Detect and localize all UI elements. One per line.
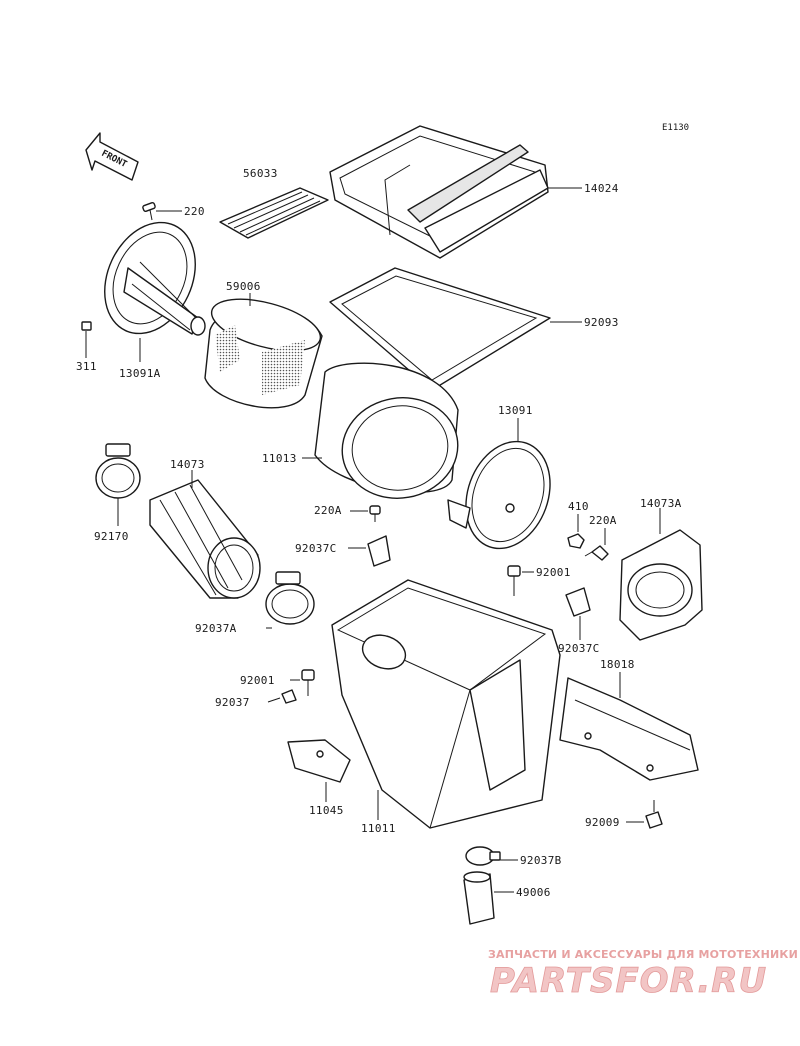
callout-92093: 92093 — [584, 316, 619, 329]
callout-14024: 14024 — [584, 182, 619, 195]
callout-92001-right: 92001 — [536, 566, 571, 579]
diagram-code: E1130 — [662, 123, 689, 133]
screw-220A-left — [369, 505, 381, 522]
callout-59006: 59006 — [226, 280, 261, 293]
screw-220 — [142, 201, 156, 221]
watermark-logo: PARTSFOR.RU — [490, 961, 767, 1001]
callout-92170: 92170 — [94, 530, 129, 543]
air-cleaner-cover-13091A — [104, 221, 206, 336]
callout-311: 311 — [76, 360, 97, 373]
air-box-case-11011 — [331, 579, 561, 829]
callout-410: 410 — [568, 500, 589, 513]
screw-92009 — [645, 800, 663, 829]
duct-14073A — [619, 529, 703, 641]
cap-14024 — [329, 125, 549, 259]
callout-13091: 13091 — [498, 404, 533, 417]
filter-element-59006 — [204, 298, 323, 409]
clamp-92170 — [95, 443, 141, 499]
bolt-92001-left — [301, 669, 315, 696]
callout-220: 220 — [184, 205, 205, 218]
bracket-11045 — [287, 739, 351, 783]
callout-11011: 11011 — [361, 822, 396, 835]
callout-92037: 92037 — [215, 696, 250, 709]
callout-49006: 49006 — [516, 886, 551, 899]
cover-18018 — [559, 677, 699, 781]
screw-311 — [81, 321, 92, 331]
filter-element-11013 — [314, 362, 459, 499]
screw-220A-right — [584, 545, 609, 561]
callout-18018: 18018 — [600, 658, 635, 671]
watermark: ЗАПЧАСТИ И АКСЕССУАРЫ ДЛЯ МОТОТЕХНИКИ PA… — [488, 948, 798, 1001]
watermark-caption: ЗАПЧАСТИ И АКСЕССУАРЫ ДЛЯ МОТОТЕХНИКИ — [488, 948, 798, 961]
callout-92037C-right: 92037C — [558, 642, 600, 655]
drain-tube-49006 — [463, 871, 495, 925]
callout-11013: 11013 — [262, 452, 297, 465]
bolt-92001-right — [507, 565, 521, 596]
callout-13091A: 13091A — [119, 367, 161, 380]
clip-92037 — [281, 689, 297, 704]
callout-92037B: 92037B — [520, 854, 562, 867]
callout-92037C-left: 92037C — [295, 542, 337, 555]
gasket-92093 — [329, 267, 551, 391]
front-direction-arrow: FRONT — [85, 132, 139, 181]
callout-92037A: 92037A — [195, 622, 237, 635]
callout-14073A: 14073A — [640, 497, 682, 510]
intake-boot-14073 — [149, 479, 261, 599]
nut-410 — [567, 533, 585, 549]
screen-56033 — [219, 187, 329, 239]
clamp-92037A — [265, 571, 315, 625]
callout-92009: 92009 — [585, 816, 620, 829]
clamp-92037B — [465, 846, 501, 866]
callout-220A-left: 220A — [314, 504, 342, 517]
callout-11045: 11045 — [309, 804, 344, 817]
clip-92037C-right — [565, 587, 591, 617]
callout-92001-left: 92001 — [240, 674, 275, 687]
callout-14073: 14073 — [170, 458, 205, 471]
plate-13091 — [447, 440, 551, 550]
callout-220A-right: 220A — [589, 514, 617, 527]
clip-92037C-left — [367, 535, 391, 567]
callout-56033: 56033 — [243, 167, 278, 180]
